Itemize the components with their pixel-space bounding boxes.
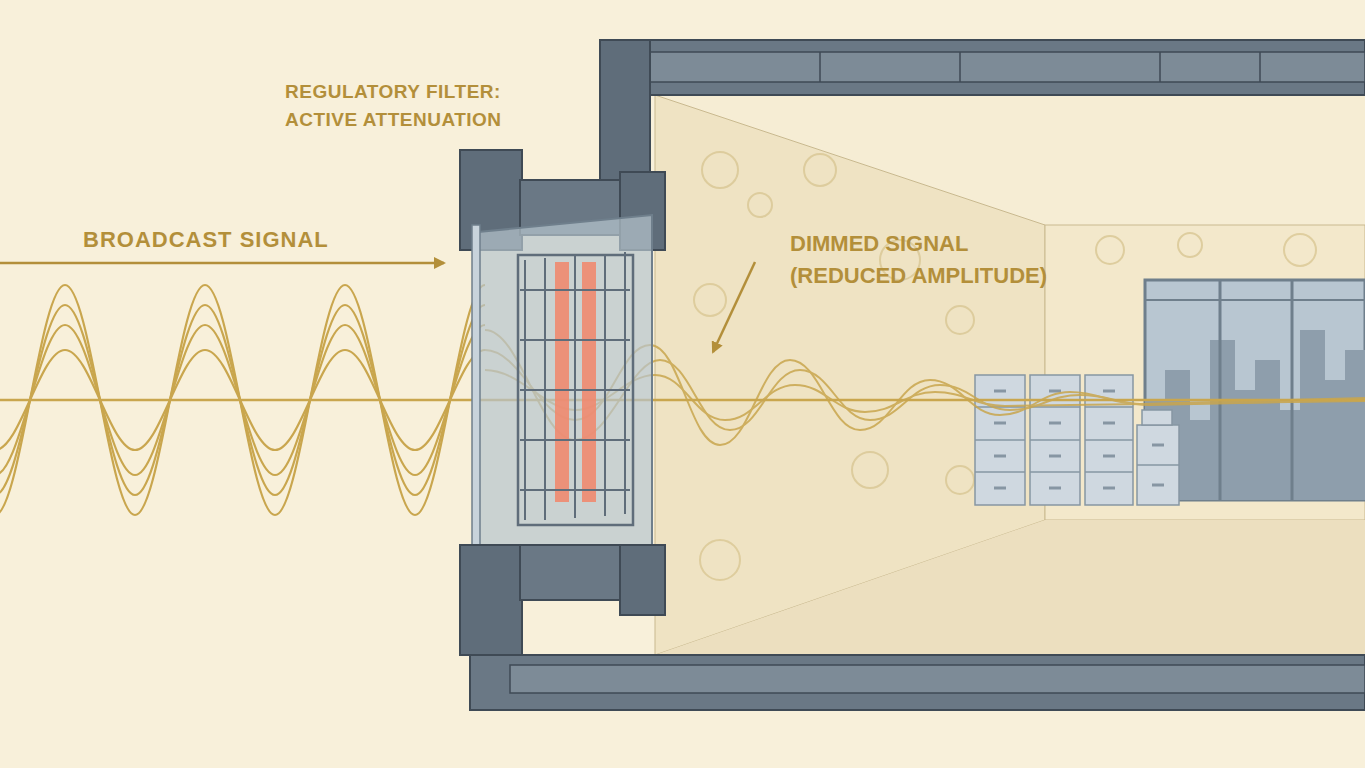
sine-wave [0,305,485,495]
wall-column [600,40,650,180]
sine-wave [0,285,485,515]
window-mullion [1145,299,1365,301]
roof-seams [820,52,1260,82]
gear-pattern [694,284,726,316]
gear-pattern [1284,234,1316,266]
gear-pattern [702,152,738,188]
gear-pattern [748,193,772,217]
roof-band [600,40,1365,95]
seal-pattern [946,306,974,334]
building-walls [470,40,1365,710]
file-box [1142,410,1172,425]
sine-wave [0,350,485,450]
gear-pattern [1178,233,1202,257]
seal-pattern [946,466,974,494]
sine-wave [0,325,485,475]
callout-label: DIMMED SIGNAL (REDUCED AMPLITUDE) [790,228,1070,292]
floor-band [470,655,1365,710]
floor [655,520,1365,655]
room-interior [655,95,1365,655]
filter-grid [520,252,630,520]
roof-strip [640,52,1365,82]
seal-pattern [1096,236,1124,264]
seal-pattern [804,154,836,186]
filter-glass [478,215,652,560]
gear-pattern [852,452,888,488]
filter-bracket [620,545,665,615]
drawer-lines [975,407,1179,472]
filter-bracket [460,545,522,655]
filter-core [582,262,596,502]
filter-grid-frame [518,255,633,525]
callout-label: REGULATORY FILTER: ACTIVE ATTENUATION [285,78,535,133]
broadcast-waves [0,285,1365,515]
floor-strip [510,665,1365,693]
callout-label: BROADCAST SIGNAL [83,224,443,256]
filter-rod [472,225,480,565]
regulatory-filter [460,150,665,655]
signal-arrow [0,262,444,265]
back-wall [1045,225,1365,520]
signal-axis [0,399,1365,402]
window-mullion [1291,280,1294,500]
filter-core [555,262,569,502]
gear-pattern [700,540,740,580]
leader-arrow [713,262,755,352]
window-mullion [1219,280,1222,500]
